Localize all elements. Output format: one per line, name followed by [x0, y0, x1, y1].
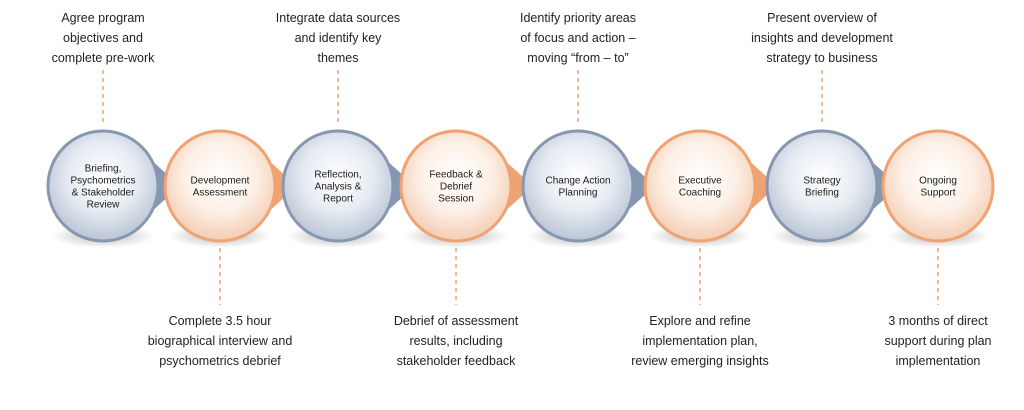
stage-circle [281, 129, 395, 243]
annotation-text-line: strategy to business [766, 51, 878, 65]
stage-circle [163, 129, 277, 243]
annotation-text-line: results, including [409, 334, 503, 348]
stage: Briefing,Psychometrics& StakeholderRevie… [46, 129, 180, 243]
stage-label: Ongoing [919, 176, 957, 187]
annotation-text-line: Complete 3.5 hour [168, 314, 272, 328]
stage-circle [521, 129, 635, 243]
annotation-bottom: Debrief of assessment results, including s… [371, 311, 541, 371]
stage-arrow [748, 160, 777, 212]
stage-label: Development [191, 176, 250, 187]
stage-arrow [626, 160, 655, 212]
stage-label: Briefing [805, 188, 839, 199]
annotation-bottom: Complete 3.5 hour biographical interview … [135, 311, 305, 371]
stage-circle [46, 129, 160, 243]
annotation-text-line: and identify key [294, 31, 382, 45]
annotation-text-line: implementation plan, [642, 334, 758, 348]
annotation-text-line: support during plan [884, 334, 992, 348]
stage-label: Review [87, 200, 121, 211]
stages: Briefing,Psychometrics& StakeholderRevie… [46, 129, 995, 243]
annotation-text-line: psychometrics debrief [159, 354, 281, 368]
stage-circle [643, 129, 757, 243]
annotation-text-line: 3 months of direct [888, 314, 988, 328]
annotation-text-line: stakeholder feedback [396, 354, 516, 368]
annotation-text-line: Present overview of [767, 11, 877, 25]
annotation-text-line: Identify priority areas [519, 11, 637, 25]
annotation-text-line: biographical interview and [147, 334, 293, 348]
stage-arrow [504, 160, 533, 212]
stage-label: Psychometrics [70, 176, 135, 187]
annotation-top: Agree program objectives and complete pre-… [18, 8, 188, 68]
stage-label: Report [323, 194, 353, 205]
stage-label: Planning [559, 188, 598, 199]
stage-label: Reflection, [314, 170, 361, 181]
annotation-text-line: of focus and action – [520, 31, 636, 45]
annotation-text-line: complete pre-work [51, 51, 155, 65]
annotation-text-line: Agree program [61, 11, 145, 25]
annotation-text-line: Debrief of assessment [393, 314, 519, 328]
annotation-top: Identify priority areas of focus and acti… [493, 8, 663, 68]
annotation-bottom: Explore and refine implementation plan, re… [615, 311, 785, 371]
stage-label: Feedback & [429, 170, 483, 181]
stage-label: Analysis & [315, 182, 362, 193]
annotation-top: Present overview of insights and developm… [737, 8, 907, 68]
annotation-top: Integrate data sources and identify key th… [253, 8, 423, 68]
annotation-text-line: implementation [895, 354, 981, 368]
annotation-text-line: Integrate data sources [275, 11, 401, 25]
stage-label: Session [438, 194, 474, 205]
stage-circle [399, 129, 513, 243]
stage-label: Briefing, [85, 164, 122, 175]
stage-label: & Stakeholder [72, 188, 135, 199]
connector-lines [102, 70, 939, 305]
stage-label: Change Action [545, 176, 610, 187]
stage: Reflection,Analysis &Report [281, 129, 415, 243]
stage-circle [881, 129, 995, 243]
stage-label: Coaching [679, 188, 721, 199]
annotation-text-line: themes [317, 51, 359, 65]
annotation-text-line: moving “from – to” [527, 51, 629, 65]
annotation-text-line: objectives and [63, 31, 143, 45]
stage-label: Executive [678, 176, 722, 187]
stage-label: Strategy [803, 176, 840, 187]
stage-label: Support [920, 188, 955, 199]
annotation-text-line: insights and development [751, 31, 893, 45]
annotation-text-line: review emerging insights [631, 354, 769, 368]
annotation-text-line: Explore and refine [649, 314, 751, 328]
stage-label: Debrief [440, 182, 472, 193]
stage-circle [765, 129, 879, 243]
stage-label: Assessment [193, 188, 248, 199]
annotation-bottom: 3 months of direct support during plan imp… [853, 311, 1023, 371]
